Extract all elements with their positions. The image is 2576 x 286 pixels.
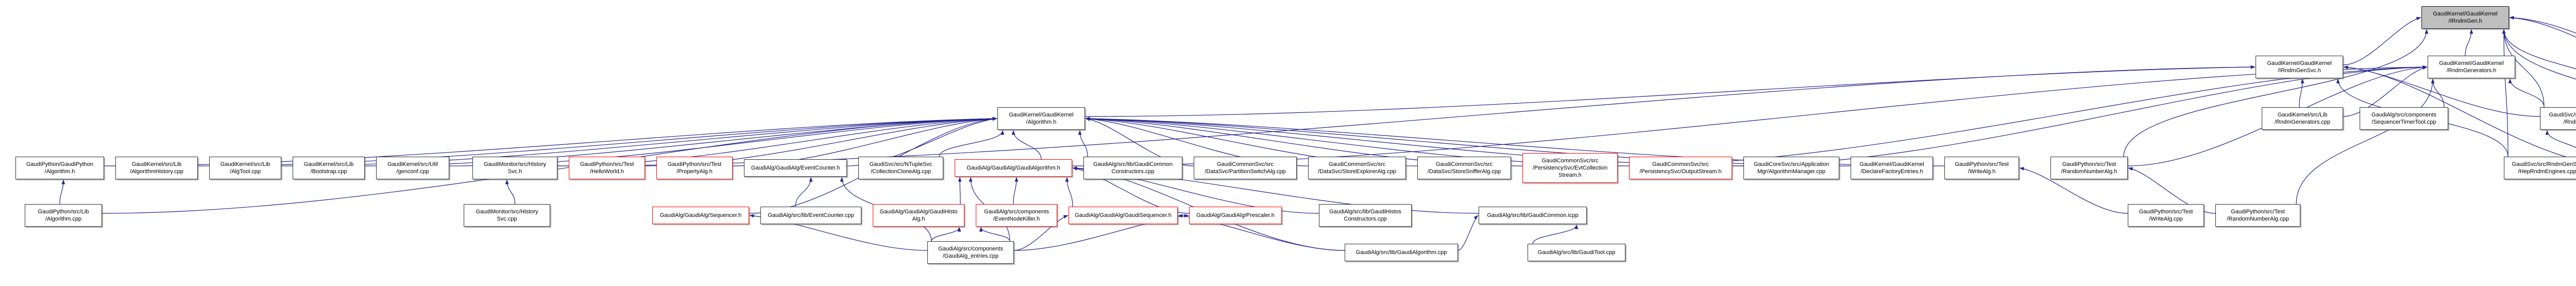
include-edge: [979, 227, 1010, 242]
include-edge: [2509, 16, 2576, 33]
graph-node[interactable]: GaudiAlg/src/lib/EventCounter.cpp: [760, 207, 861, 224]
include-edge: [2128, 167, 2216, 214]
graph-node[interactable]: GaudiCommonSvc/src/DataSvc/StoreExplorer…: [1308, 157, 1406, 179]
graph-node[interactable]: GaudiPython/src/Test/WriteAlg.h: [1944, 157, 2019, 179]
include-edge: [939, 130, 1005, 157]
include-edge: [1085, 116, 1851, 166]
graph-node[interactable]: GaudiSvc/src/RndmGenSvc/RndmGenSvc.h: [2540, 107, 2576, 130]
graph-node[interactable]: GaudiAlg/GaudiAlg/GaudiSequencer.h: [1069, 207, 1178, 224]
graph-node[interactable]: GaudiCommonSvc/src/DataSvc/StoreSnifferA…: [1417, 157, 1511, 179]
graph-node[interactable]: GaudiPython/src/Test/RandomNumberAlg.cpp: [2215, 204, 2300, 227]
graph-root-node[interactable]: GaudiKernel/GaudiKernel/IRndmGen.h: [2421, 6, 2509, 29]
graph-node[interactable]: GaudiAlg/src/lib/GaudiTool.cpp: [1528, 244, 1625, 261]
graph-node[interactable]: GaudiKernel/src/Lib/AlgTool.cpp: [209, 157, 281, 179]
include-edge: [2019, 167, 2128, 214]
graph-node[interactable]: GaudiAlg/src/lib/GaudiAlgorithm.cpp: [1345, 244, 1458, 261]
include-edge: [2502, 29, 2576, 80]
include-edge: [2545, 130, 2576, 148]
include-edge: [1011, 130, 1042, 160]
include-edge: [2343, 65, 2576, 160]
include-edge: [1078, 130, 1088, 157]
include-edge: [2343, 16, 2421, 65]
graph-node[interactable]: GaudiAlg/GaudiAlg/Sequencer.h: [652, 207, 749, 224]
graph-node[interactable]: GaudiKernel/src/Lib/RndmGenerators.cpp: [2262, 107, 2343, 130]
include-edge: [2299, 78, 2304, 108]
include-edge: [1458, 215, 1479, 251]
include-edge: [1065, 177, 1073, 207]
graph-node[interactable]: GaudiSvc/src/NTupleSvc/CollectionCloneAl…: [858, 157, 943, 179]
include-edge: [795, 177, 813, 207]
graph-node[interactable]: GaudiAlg/src/components/EventNodeKiller.…: [976, 204, 1057, 227]
graph-node[interactable]: GaudiKernel/src/Lib/Bootstrap.cpp: [293, 157, 365, 179]
include-edge: [2508, 78, 2545, 108]
graph-node[interactable]: GaudiCommonSvc/src/PersistencySvc/EvtCol…: [1522, 153, 1618, 183]
graph-node[interactable]: GaudiCommonSvc/src/PersistencySvc/Output…: [1629, 157, 1732, 179]
graph-node[interactable]: GaudiPython/src/Test/PropertyAlg.h: [656, 157, 733, 179]
graph-node[interactable]: GaudiKernel/src/Util/genconf.cpp: [376, 157, 449, 179]
graph-node[interactable]: GaudiPython/src/Test/HelloWorld.h: [569, 157, 645, 179]
include-edge: [59, 179, 65, 205]
graph-node[interactable]: GaudiSvc/src/RndmGenSvc/HepRndmEngines.c…: [2504, 157, 2576, 179]
include-edge: [101, 116, 997, 214]
graph-node[interactable]: GaudiAlg/GaudiAlg/Prescaler.h: [1189, 207, 1282, 224]
graph-node[interactable]: GaudiAlg/src/components/SequencerTimerTo…: [2360, 107, 2448, 130]
graph-node[interactable]: GaudiCommonSvc/src/DataSvc/PartitionSwit…: [1194, 157, 1297, 179]
include-edge: [2343, 66, 2428, 117]
include-edge: [931, 227, 961, 242]
graph-node[interactable]: GaudiKernel/GaudiKernel/IRndmGenSvc.h: [2256, 56, 2343, 78]
include-edge: [2431, 78, 2445, 108]
include-edge: [2502, 29, 2509, 157]
graph-node[interactable]: GaudiAlg/src/components/GaudiAlg_entries…: [927, 241, 1014, 264]
include-edge: [2502, 29, 2576, 70]
include-edge: [1532, 224, 1579, 244]
include-edge: [505, 179, 516, 205]
graph-node[interactable]: GaudiAlg/GaudiAlg/GaudiAlgorithm.h: [955, 159, 1072, 177]
include-edge: [1072, 65, 2428, 166]
graph-node[interactable]: GaudiAlg/src/lib/GaudiCommon.icpp: [1479, 207, 1587, 224]
include-edge: [2123, 29, 2429, 157]
graph-node[interactable]: GaudiPython/src/Test/WriteAlg.cpp: [2128, 204, 2204, 227]
graph-node[interactable]: GaudiPython/src/Lib/Algorithm.cpp: [25, 204, 102, 227]
graph-node[interactable]: GaudiPython/src/Test/RandomNumberAlg.h: [2050, 157, 2128, 179]
graph-node[interactable]: GaudiAlg/GaudiAlg/EventCounter.h: [744, 159, 847, 177]
include-edge: [1013, 215, 1069, 251]
include-edge: [1084, 65, 2256, 117]
graph-node[interactable]: GaudiKernel/src/Lib/AlgorithmHistory.cpp: [115, 157, 198, 179]
include-edge: [2296, 78, 2435, 205]
include-edge: [2509, 16, 2576, 38]
include-edge: [1013, 177, 1019, 205]
graph-node[interactable]: GaudiKernel/GaudiKernel/DeclareFactoryEn…: [1851, 157, 1933, 179]
graph-node[interactable]: GaudiKernel/GaudiKernel/RndmGenerators.h: [2428, 56, 2515, 78]
graph-node[interactable]: GaudiPython/GaudiPython/Algorithm.h: [15, 157, 104, 179]
graph-node[interactable]: GaudiKernel/GaudiKernel/Algorithm.h: [997, 107, 1085, 130]
include-edge: [2465, 29, 2473, 56]
include-edge: [2502, 29, 2545, 108]
